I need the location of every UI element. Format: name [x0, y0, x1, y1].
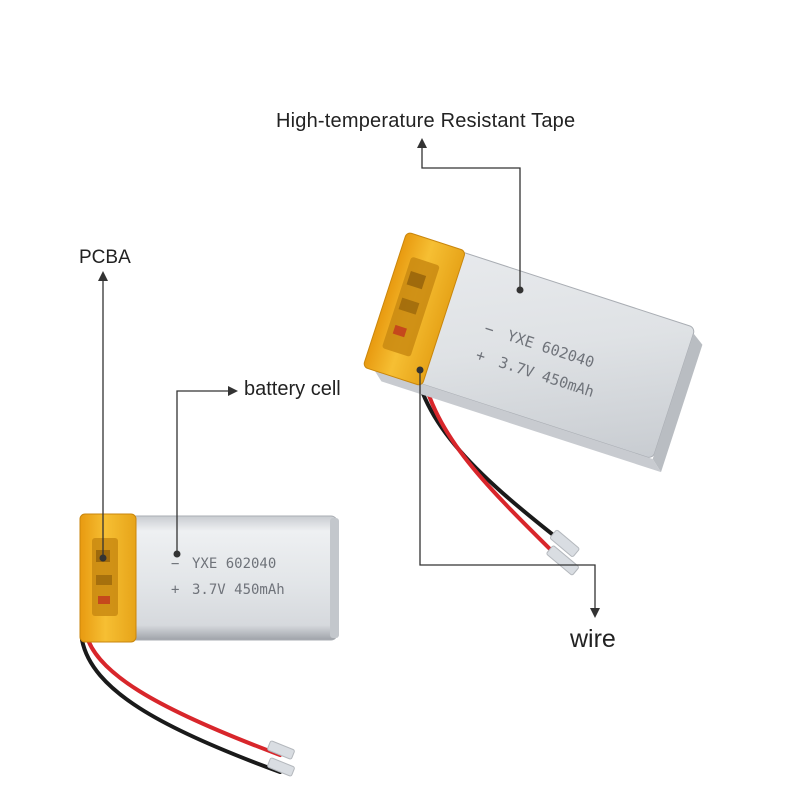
pcba-label: PCBA [79, 247, 131, 268]
pcba-arrowhead [98, 271, 108, 281]
wire-leader [419, 370, 596, 610]
battery-right: − YXE 602040 + 3.7V 450mAh [363, 232, 703, 576]
left-wire-red [83, 626, 282, 757]
left-rating-text: 3.7V 450mAh [192, 582, 285, 598]
right-wire-tips [546, 529, 580, 576]
battery-cell-leader [176, 390, 230, 554]
left-pcba [92, 538, 118, 616]
pcba-dot [99, 554, 107, 562]
battery-cell-label: battery cell [244, 378, 341, 400]
wire-label: wire [570, 625, 616, 653]
tape-dot [516, 286, 524, 294]
left-negative-sign: − [171, 556, 179, 572]
left-model-text: YXE 602040 [192, 556, 276, 572]
tape-label: High-temperature Resistant Tape [276, 110, 576, 132]
battery-left: − YXE 602040 + 3.7V 450mAh [79, 513, 339, 777]
left-positive-sign: + [171, 582, 179, 598]
tape-arrowhead [417, 138, 427, 148]
left-wire-black [80, 638, 282, 774]
battery-cell-dot [173, 550, 181, 558]
leader-markers [98, 138, 600, 618]
battery-cell-arrowhead [228, 386, 238, 396]
tape-leader [421, 146, 521, 290]
left-wire-tips [267, 740, 295, 777]
wire-arrowhead [590, 608, 600, 618]
wire-dot [416, 366, 424, 374]
right-pcba [382, 257, 440, 357]
leader-lines [102, 146, 596, 610]
